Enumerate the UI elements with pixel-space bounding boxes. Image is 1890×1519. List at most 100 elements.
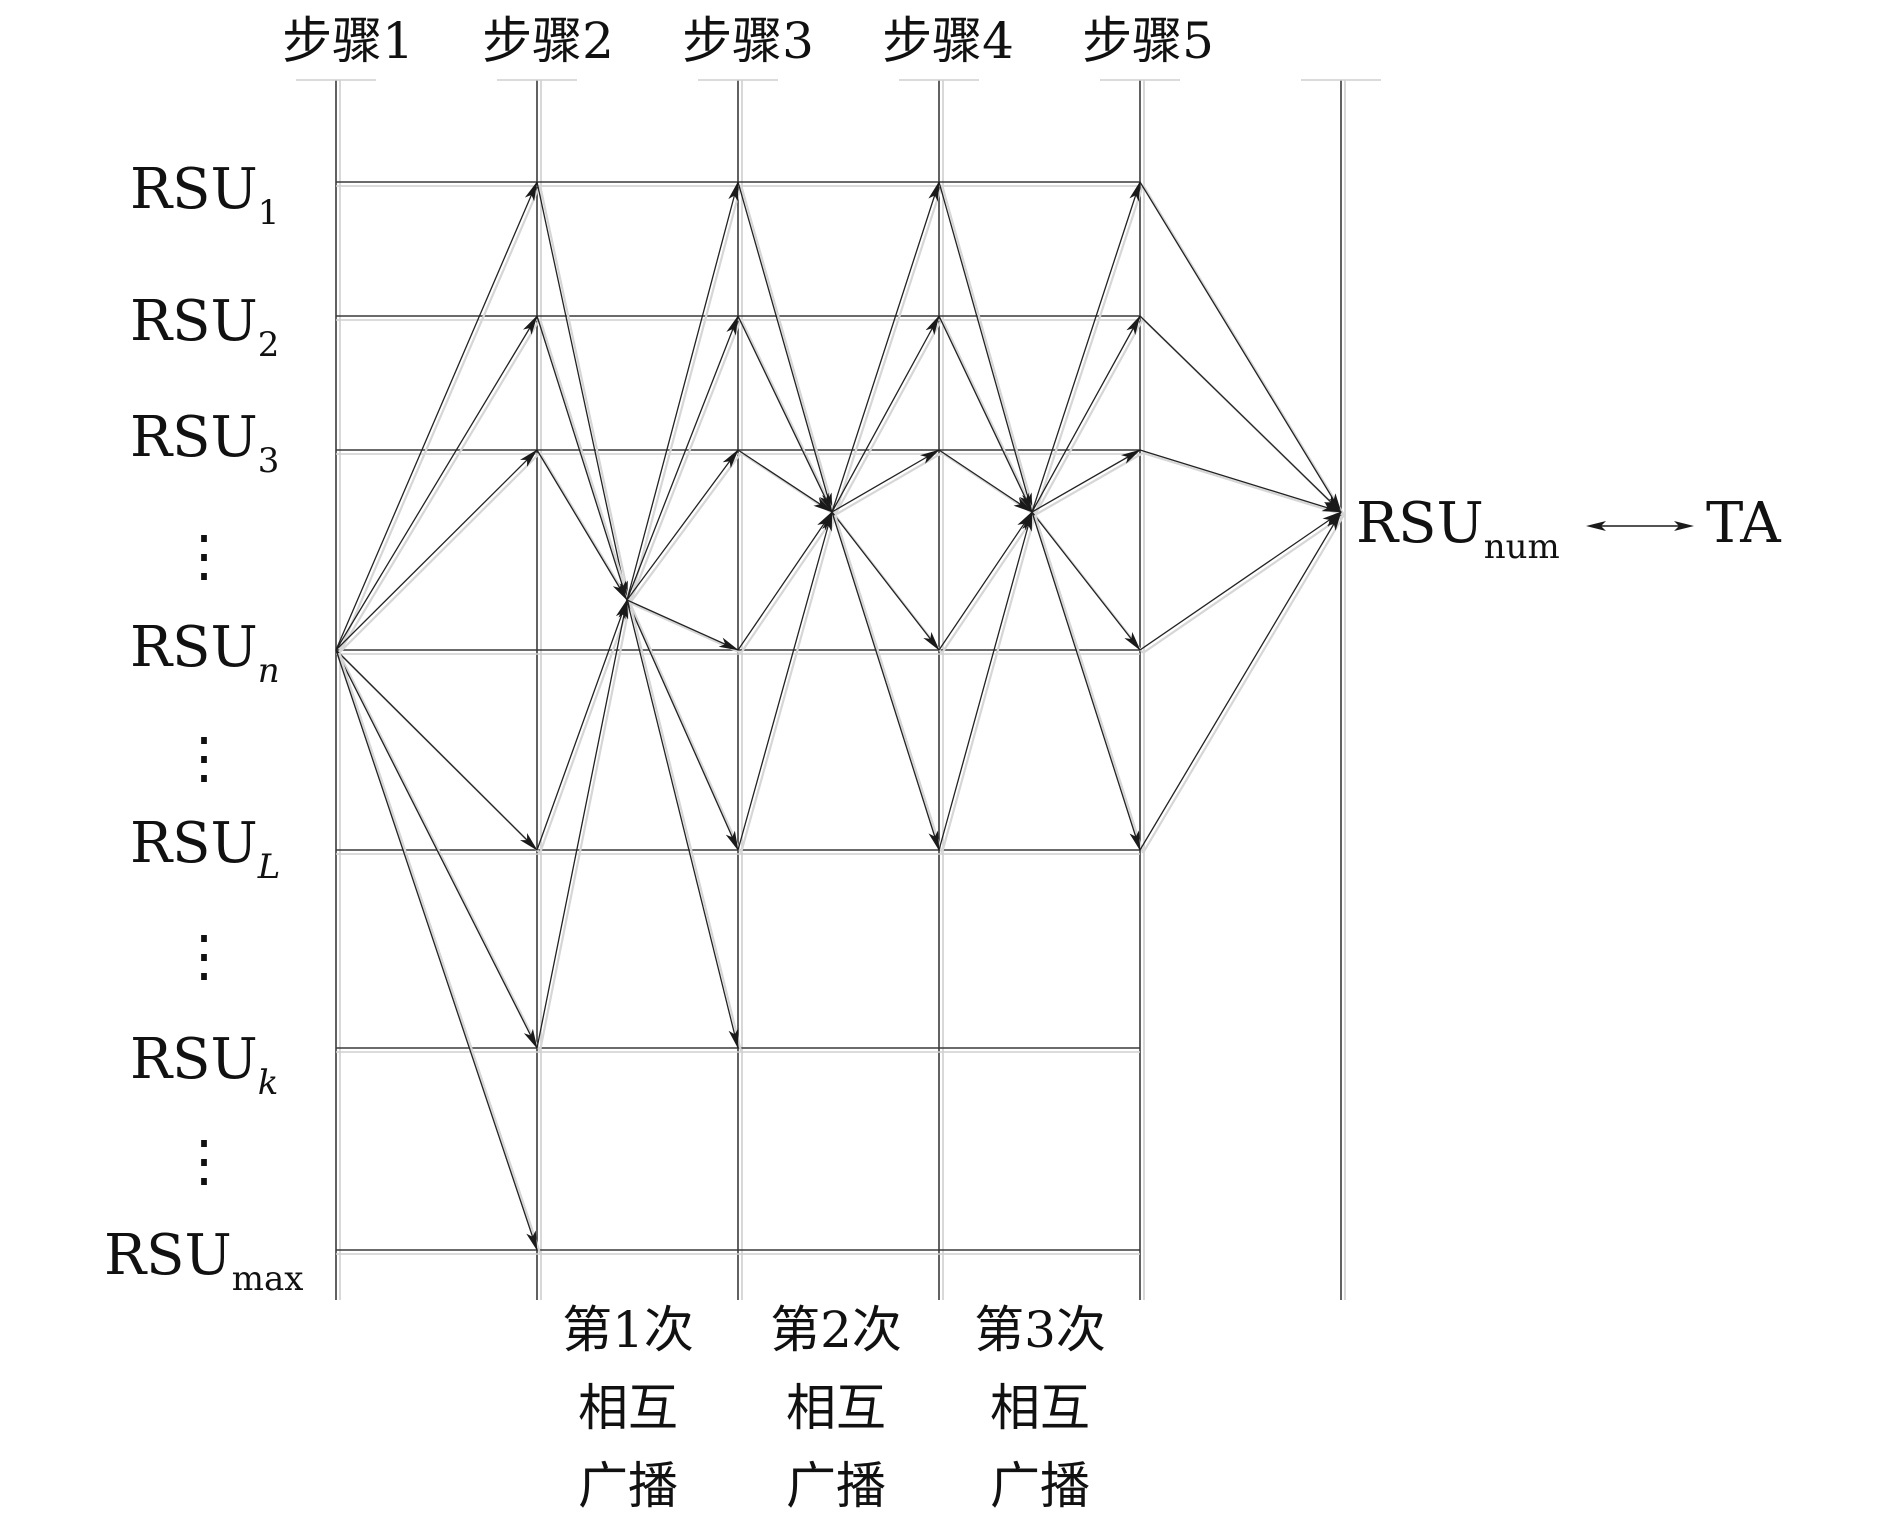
- arrow-shadow-2: [338, 452, 541, 654]
- arrow-shadow-39: [1142, 451, 1345, 517]
- ellipsis-4: ⋮: [176, 1129, 232, 1194]
- svg-text:RSU3: RSU3: [130, 405, 279, 481]
- svg-text:第1次: 第1次: [562, 1301, 694, 1359]
- round-label-3: 第3次 相互 广播: [974, 1301, 1106, 1515]
- svg-text:RSUk: RSUk: [130, 1027, 278, 1103]
- arrow-shadow-0: [337, 184, 542, 654]
- ta-label: TA: [1706, 491, 1781, 556]
- step-label-2: 步骤2: [482, 12, 614, 70]
- arrow-shadow-13: [629, 452, 742, 604]
- arrow-shadow-16: [628, 602, 743, 1052]
- ellipsis-1: ⋮: [176, 524, 232, 589]
- arrow-shadow-21: [739, 514, 837, 854]
- arrow-2-to-T-38: [1139, 315, 1342, 513]
- arrow-H3-to-2-33: [1031, 315, 1141, 513]
- arrow-n-to-H3-30: [938, 511, 1033, 651]
- svg-text:RSU2: RSU2: [130, 289, 279, 365]
- arrow-L-to-T-41: [1139, 511, 1342, 851]
- arrow-shadow-40: [1142, 514, 1345, 654]
- arrow-1-to-H3-27: [938, 181, 1033, 513]
- arrow-shadow-32: [1033, 184, 1145, 516]
- svg-text:相互: 相互: [578, 1379, 678, 1437]
- arrow-shadow-11: [628, 184, 743, 604]
- arrow-H1-to-L-15: [626, 599, 739, 851]
- arrow-1-to-H2-17: [737, 181, 833, 513]
- arrow-n-to-T-40: [1139, 511, 1342, 651]
- step-label-1: 步骤1: [282, 12, 414, 70]
- arrow-1-to-H1-6: [536, 181, 628, 601]
- arrow-shadow-7: [538, 318, 632, 604]
- arrow-shadow-36: [1033, 514, 1145, 854]
- arrow-H1-to-1-11: [626, 181, 739, 601]
- round-label-1: 第1次 相互 广播: [562, 1301, 694, 1515]
- arrow-n-to-L-3: [335, 649, 538, 851]
- round-label-2: 第2次 相互 广播: [770, 1301, 902, 1515]
- rsu-label-3: RSU3: [130, 405, 279, 481]
- arrow-shadow-28: [941, 318, 1036, 516]
- rsu-label-max: RSUmax: [104, 1223, 303, 1299]
- arrow-H2-to-1-22: [831, 181, 940, 513]
- svg-text:相互: 相互: [786, 1379, 886, 1437]
- arrow-2-to-H3-28: [938, 315, 1033, 513]
- arrow-shadow-41: [1142, 514, 1345, 854]
- step-label-4: 步骤4: [882, 12, 1014, 70]
- grid-lines: [296, 79, 1381, 1300]
- arrow-H2-to-3-24: [831, 449, 940, 513]
- arrow-shadow-6: [538, 184, 632, 604]
- arrow-shadow-18: [740, 318, 836, 516]
- arrow-shadow-17: [739, 184, 837, 516]
- arrow-3-to-T-39: [1139, 449, 1342, 513]
- arrow-shadow-27: [940, 184, 1037, 516]
- arrow-shadow-4: [338, 652, 541, 1052]
- arrow-n-to-k-4: [335, 649, 538, 1049]
- step-label-3: 步骤3: [682, 12, 814, 70]
- arrow-shadow-31: [940, 514, 1037, 854]
- svg-text:RSUmax: RSUmax: [104, 1223, 303, 1299]
- rsu-label-1: RSU1: [130, 157, 279, 233]
- arrow-H2-to-L-26: [831, 511, 940, 851]
- arrow-shadow-10: [538, 602, 632, 1052]
- arrow-shadow-15: [628, 602, 743, 854]
- rsu-label-n: RSUn: [130, 615, 280, 691]
- arrow-H1-to-k-16: [626, 599, 739, 1049]
- arrow-2-to-H1-7: [536, 315, 628, 601]
- arrow-H1-to-3-13: [626, 449, 739, 601]
- arrow-L-to-H1-9: [536, 599, 628, 851]
- arrow-H3-to-3-34: [1031, 449, 1141, 513]
- arrow-shadow-33: [1034, 318, 1144, 516]
- arrow-shadow-12: [628, 318, 743, 604]
- arrow-H1-to-n-14: [626, 599, 739, 651]
- svg-text:广播: 广播: [578, 1457, 678, 1515]
- arrow-n-to-1-0: [335, 181, 538, 651]
- rsu-label-L: RSUL: [130, 811, 280, 887]
- arrow-3-to-H2-19: [737, 449, 833, 513]
- svg-text:RSUnum: RSUnum: [1356, 491, 1560, 567]
- step-label-5: 步骤5: [1082, 12, 1214, 70]
- arrow-H3-to-1-32: [1031, 181, 1141, 513]
- arrow-n-to-3-2: [335, 449, 538, 651]
- svg-text:第2次: 第2次: [770, 1301, 902, 1359]
- arrow-shadow-1: [338, 318, 541, 654]
- arrow-H2-to-2-23: [831, 315, 940, 513]
- arrow-shadow-8: [539, 452, 631, 604]
- svg-text:RSUL: RSUL: [130, 811, 280, 887]
- message-arrows: [335, 181, 1345, 1254]
- arrow-3-to-H1-8: [536, 449, 628, 601]
- arrow-H1-to-2-12: [626, 315, 739, 601]
- arrow-H2-to-n-25: [831, 511, 940, 651]
- arrow-n-to-H2-20: [737, 511, 833, 651]
- arrow-L-to-H3-31: [938, 511, 1033, 851]
- arrow-shadow-37: [1142, 184, 1345, 516]
- arrow-H3-to-n-35: [1031, 511, 1141, 651]
- arrow-1-to-T-37: [1139, 181, 1342, 513]
- rsu-label-k: RSUk: [130, 1027, 278, 1103]
- arrow-H3-to-L-36: [1031, 511, 1141, 851]
- svg-text:相互: 相互: [990, 1379, 1090, 1437]
- arrow-shadow-30: [941, 514, 1036, 654]
- arrow-shadow-20: [740, 514, 836, 654]
- arrow-n-to-max-5: [335, 649, 538, 1251]
- svg-text:第3次: 第3次: [974, 1301, 1106, 1359]
- arrow-shadow-22: [833, 184, 944, 516]
- rsu-label-2: RSU2: [130, 289, 279, 365]
